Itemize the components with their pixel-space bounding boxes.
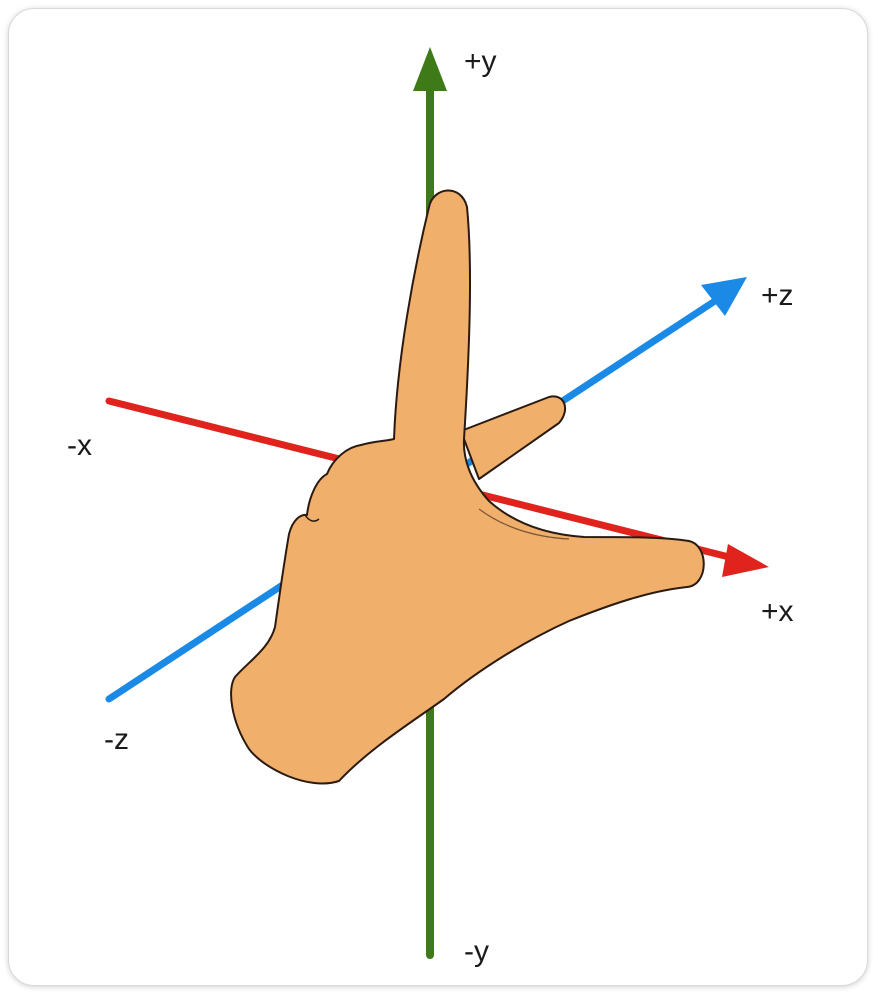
- pos-x-label: +x: [761, 595, 794, 628]
- middle-finger: [460, 395, 567, 480]
- x-axis-arrowhead: [722, 544, 769, 577]
- knuckle-crease: [304, 514, 320, 522]
- hand-body: [230, 189, 705, 785]
- neg-x-label: -x: [67, 429, 92, 462]
- pos-z-label: +z: [761, 279, 794, 312]
- y-axis-arrowhead: [413, 47, 447, 91]
- neg-z-label: -z: [104, 723, 129, 756]
- z-axis-arrowhead: [701, 277, 747, 316]
- coordinate-diagram: +y -y -x +x +z -z: [67, 45, 794, 968]
- neg-y-label: -y: [464, 935, 489, 968]
- diagram-frame: +y -y -x +x +z -z: [8, 8, 868, 986]
- thumb-crease: [478, 508, 570, 540]
- pos-y-label: +y: [464, 45, 497, 78]
- right-hand: [230, 189, 705, 785]
